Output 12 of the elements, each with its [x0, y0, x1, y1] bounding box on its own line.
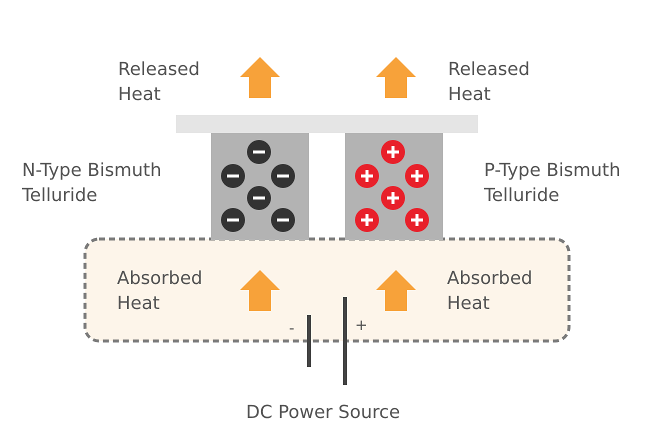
semiconductor-block — [345, 133, 443, 240]
polarity-sign: + — [355, 315, 368, 336]
material-label: N-Type Bismuth Telluride — [22, 159, 163, 208]
ceramic-plate — [176, 115, 478, 133]
heat-label: Released Heat — [118, 58, 201, 107]
heat-label: Absorbed Heat — [117, 267, 204, 316]
heat-label: Absorbed Heat — [447, 267, 534, 316]
heat-label: Released Heat — [448, 58, 531, 107]
polarity-sign: - — [289, 318, 294, 339]
material-label: P-Type Bismuth Telluride — [484, 159, 622, 208]
power-source-label: DC Power Source — [246, 401, 400, 425]
semiconductor-block — [211, 133, 309, 240]
